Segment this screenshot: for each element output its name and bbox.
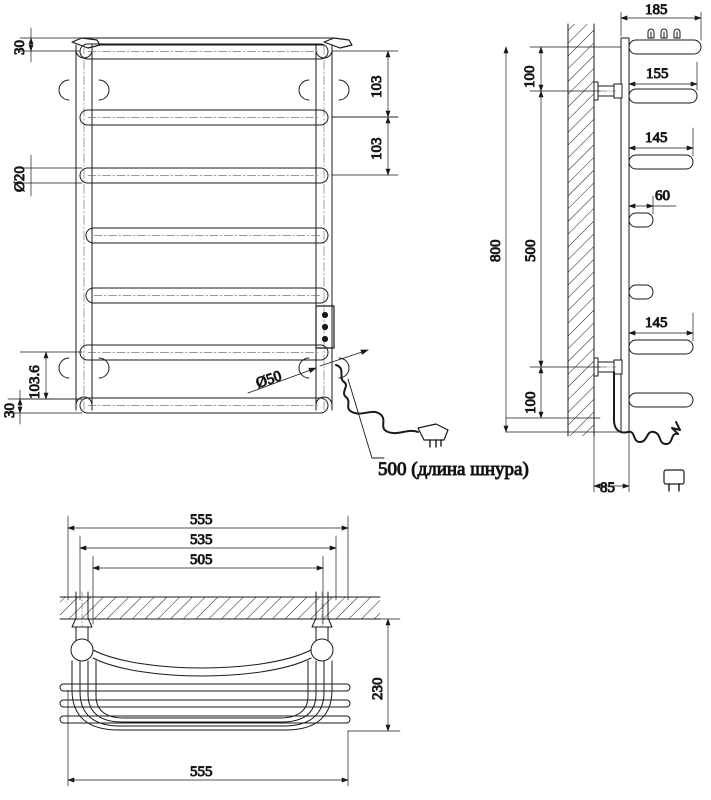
dim-rung-depth-1: 155: [646, 66, 669, 82]
plan-dimension-555-bottom: [67, 689, 349, 787]
side-dimension-185: [620, 11, 702, 41]
power-cord: [335, 364, 449, 448]
front-dimension-d20: [19, 154, 83, 197]
control-button-3: [321, 335, 329, 343]
dim-short-rung-depth: 60: [655, 188, 670, 204]
dim-rung-pitch-1: 103: [369, 76, 385, 99]
dim-upper-bracket-gap: 100: [522, 66, 538, 89]
dim-inner-width: 505: [190, 552, 213, 568]
side-dimension-60: [628, 195, 677, 215]
rung-7: [79, 397, 329, 414]
left-side-rail: [75, 44, 93, 411]
front-dimension-30-bottom: [7, 389, 83, 425]
dim-bend-radius: Ø50: [254, 368, 284, 392]
plan-dimension-555-top: [67, 515, 349, 601]
side-view: 185 100 155 145 60: [488, 2, 702, 497]
front-rungs: [79, 43, 329, 414]
dim-projection: 230: [370, 678, 386, 701]
rung-6: [79, 344, 329, 361]
plan-view: 555 535 505 230 555: [59, 512, 401, 787]
dim-rung-depth-3: 145: [645, 315, 668, 331]
side-dimension-145-b: [628, 312, 694, 342]
side-power-cord: [613, 371, 685, 492]
control-button-2: [321, 323, 329, 331]
side-wall-bracket-lower: [593, 357, 623, 377]
dim-pipe-diameter: Ø20: [12, 166, 28, 192]
side-rung-60-a: [628, 212, 654, 228]
top-mount-tabs: [71, 37, 353, 49]
plan-dimension-535: [79, 535, 337, 601]
dim-overall-width: 555: [190, 512, 213, 528]
dim-lower-spacing: 103.6: [27, 365, 43, 399]
rung-1: [79, 43, 329, 60]
cord-length-note: 500 (длина шнура): [378, 459, 529, 480]
dim-lower-bracket-gap: 100: [523, 392, 539, 415]
side-dimension-85: [593, 409, 630, 493]
front-dimension-103-a: [331, 50, 399, 118]
side-dimension-145-a: [628, 127, 694, 157]
side-rung-60-b: [628, 284, 654, 300]
side-power-plug: [663, 469, 685, 492]
front-view: 30 Ø20 103 103 103.6: [2, 27, 529, 481]
plan-wall-section: [59, 596, 381, 620]
rung-4: [85, 227, 329, 244]
control-panel[interactable]: [315, 305, 335, 349]
plan-dimension-230: [347, 618, 401, 732]
front-dimension-d50-leader: [247, 349, 369, 394]
side-dimension-100-lower: [505, 366, 601, 419]
dim-overall-height: 800: [488, 240, 504, 263]
rung-5: [85, 287, 329, 304]
side-rungs: [628, 28, 702, 408]
power-plug: [417, 423, 449, 448]
side-rung-bottom: [628, 392, 694, 408]
front-dimension-30-top: [19, 27, 93, 63]
dim-bracket-centers: 535: [190, 532, 213, 548]
dim-cord-drop: 85: [600, 480, 615, 496]
cord-note-leader: [347, 378, 385, 459]
side-rung-top-with-clips: [628, 28, 702, 55]
dim-overall-width-bottom: 555: [190, 764, 213, 780]
side-rung-145-b: [628, 339, 694, 355]
plan-mounting-posts: [70, 591, 334, 662]
control-button-1: [321, 311, 329, 319]
side-dimension-800: [503, 46, 622, 433]
dim-top-offset: 30: [12, 40, 28, 55]
dim-rung-depth-2: 145: [645, 130, 668, 146]
wall-section: [567, 23, 595, 437]
cable-clips: [647, 28, 681, 39]
plan-dimension-505: [92, 555, 324, 625]
rung-3: [79, 167, 329, 184]
side-rung-145-a: [628, 154, 694, 170]
plan-rails: [59, 649, 351, 731]
dim-overall-depth: 185: [645, 2, 668, 18]
side-rung-155: [628, 88, 698, 104]
side-dimension-155: [628, 61, 698, 91]
dim-bracket-spacing: 500: [523, 240, 539, 263]
front-dimension-103-b: [331, 116, 399, 176]
rung-2: [79, 109, 329, 126]
dim-bottom-offset: 30: [2, 403, 18, 418]
dim-rung-pitch-2: 103: [369, 138, 385, 161]
